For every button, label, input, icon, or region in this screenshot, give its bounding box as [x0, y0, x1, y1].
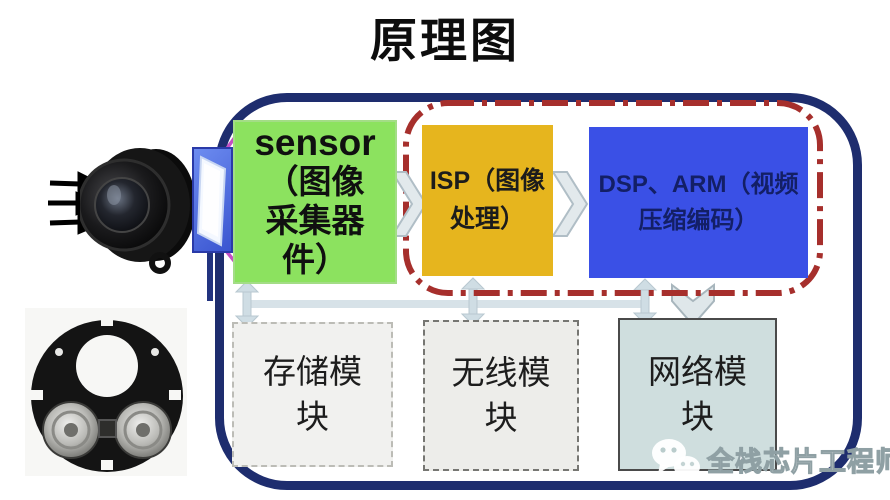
isp-box-label: ISP（图像	[429, 167, 546, 195]
vertical-connectors	[234, 277, 658, 328]
isp-box: ISP（图像 处理）	[422, 125, 553, 276]
ir-filter-glass	[192, 147, 233, 253]
wechat-icon	[652, 439, 700, 481]
network-module-label: 网络模	[648, 352, 747, 390]
dsp-box-label: DSP、ARM（视频	[598, 170, 799, 198]
watermark-text: 全栈芯片工程师	[706, 446, 890, 477]
wireless-module-box: 无线模 块	[423, 320, 579, 471]
watermark: 全栈芯片工程师	[648, 436, 890, 482]
camera-lens-photo	[80, 148, 196, 274]
ir-led-board-photo	[25, 308, 187, 476]
wireless-module-label: 无线模	[451, 353, 551, 391]
storage-module-box: 存储模 块	[232, 322, 393, 467]
storage-module-label: 存储模	[263, 352, 362, 390]
sensor-to-isp-arrow	[390, 171, 428, 237]
bus-line	[245, 300, 649, 308]
processing-group-frame	[403, 100, 823, 296]
system-boundary-frame	[215, 93, 862, 490]
isp-to-dsp-arrow	[551, 171, 589, 237]
sensor-box-label: sensor	[254, 122, 376, 163]
network-module-box: 网络模 块	[618, 318, 777, 471]
page-title: 原理图	[370, 14, 520, 67]
sensor-box: sensor （图像 采集器 件）	[233, 120, 397, 284]
dsp-box: DSP、ARM（视频 压缩编码）	[589, 127, 808, 278]
